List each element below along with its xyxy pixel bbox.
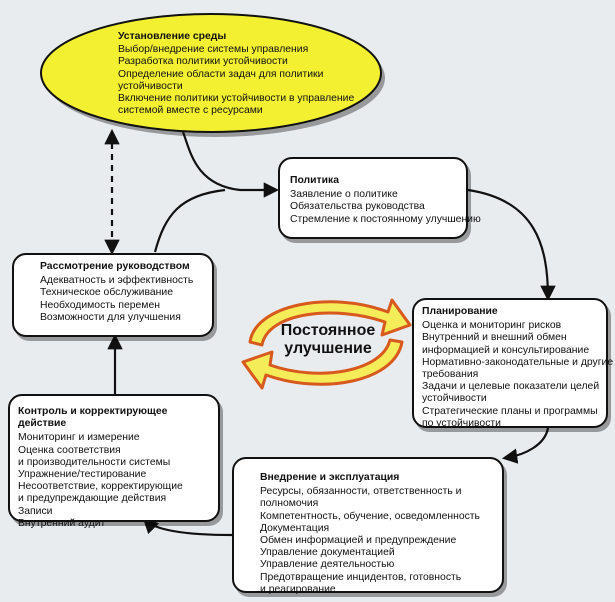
environment-item: Выбор/внедрение системы управления [118,44,309,56]
control-item: Оценка соответствия [18,444,121,456]
planning-item: Внутренний и внешний обмен [422,332,567,344]
planning-item: Нормативно-законодательные и другие [422,356,614,368]
implementation-item: и реагирование [260,583,336,595]
environment-block: Установление среды Выбор/внедрение систе… [118,31,368,117]
connector-policy-to-planning [467,188,556,302]
implementation-item: Ресурсы, обязанности, ответственность и [260,486,462,498]
planning-item: требования [422,369,479,381]
implementation-item: полномочия [260,498,319,510]
continuous-improvement-line2: улучшение [284,340,372,357]
policy-item: Обязательства руководства [290,201,425,213]
continuous-improvement-line1: Постоянное [280,322,376,339]
review-title: Рассмотрение руководством [40,261,190,272]
review-item: Необходимость перемен [40,299,160,311]
implementation-box: Внедрение и эксплуатация Ресурсы, обязан… [232,457,504,595]
implementation-item: Управление деятельностью [260,559,395,571]
control-box: Контроль и корректирующее действие Монит… [8,394,220,529]
planning-item: Задачи и целевые показатели целей [422,381,600,393]
implementation-item: Компетентность, обучение, осведомленност… [260,510,480,522]
implementation-item: Документация [260,522,330,534]
control-title: Контроль и корректирующее действие [18,406,168,430]
improvement-arrow-top [248,298,412,347]
implementation-item: Управление документацией [260,547,395,559]
control-item: Мониторинг и измерение [18,432,140,444]
control-item: Несоответствие, корректирующие [18,481,183,493]
control-item: Внутренний аудит [18,517,106,529]
environment-item: Разработка политики устойчивости [118,56,288,68]
planning-item: устойчивости [422,393,487,405]
planning-item: Стратегические планы и программы [422,405,598,417]
policy-item: Стремление к постоянному улучшению [290,213,481,225]
planning-box: Планирование Оценка и мониторинг рисков … [412,298,614,429]
connector-environment-to-policy [181,131,280,198]
improvement-arrow-bottom [241,338,404,390]
continuous-improvement-label: Постоянное улучшение [268,322,388,358]
connector-planning-to-implementation [501,427,550,464]
planning-item: Оценка и мониторинг рисков [422,320,562,332]
control-item: и предупреждающие действия [18,493,167,505]
planning-item: информацией и консультирование [422,344,590,356]
environment-title: Установление среды [118,31,227,42]
review-item: Возможности для улучшения [40,311,181,323]
environment-item: системой вместе с ресурсами [118,105,263,117]
connector-review-to-policy [153,188,226,253]
implementation-item: Обмен информацией и предупреждение [260,535,457,547]
environment-item: Определение области задач для политики [118,68,324,80]
environment-item: устойчивости [118,80,183,92]
implementation-title: Внедрение и эксплуатация [260,472,400,483]
control-item: Записи [18,505,53,517]
control-item: и производительности системы [18,456,171,468]
planning-item: по устойчивости [422,417,501,429]
policy-box: Политика Заявление о политике Обязательс… [278,157,481,239]
management-review-box: Рассмотрение руководством Адекватность и… [12,253,214,337]
implementation-item: Предотвращение инцидентов, готовность [260,571,462,583]
policy-title: Политика [290,175,340,186]
review-item: Адекватность и эффективность [40,275,194,287]
policy-item: Заявление о политике [290,189,398,201]
connector-implementation-to-control [142,517,233,537]
review-item: Техническое обслуживание [40,287,173,299]
control-item: Упражнение/тестирование [18,469,147,481]
environment-ellipse [40,13,382,133]
planning-title: Планирование [422,306,498,317]
environment-item: Включение политики устойчивости в управл… [118,93,355,105]
